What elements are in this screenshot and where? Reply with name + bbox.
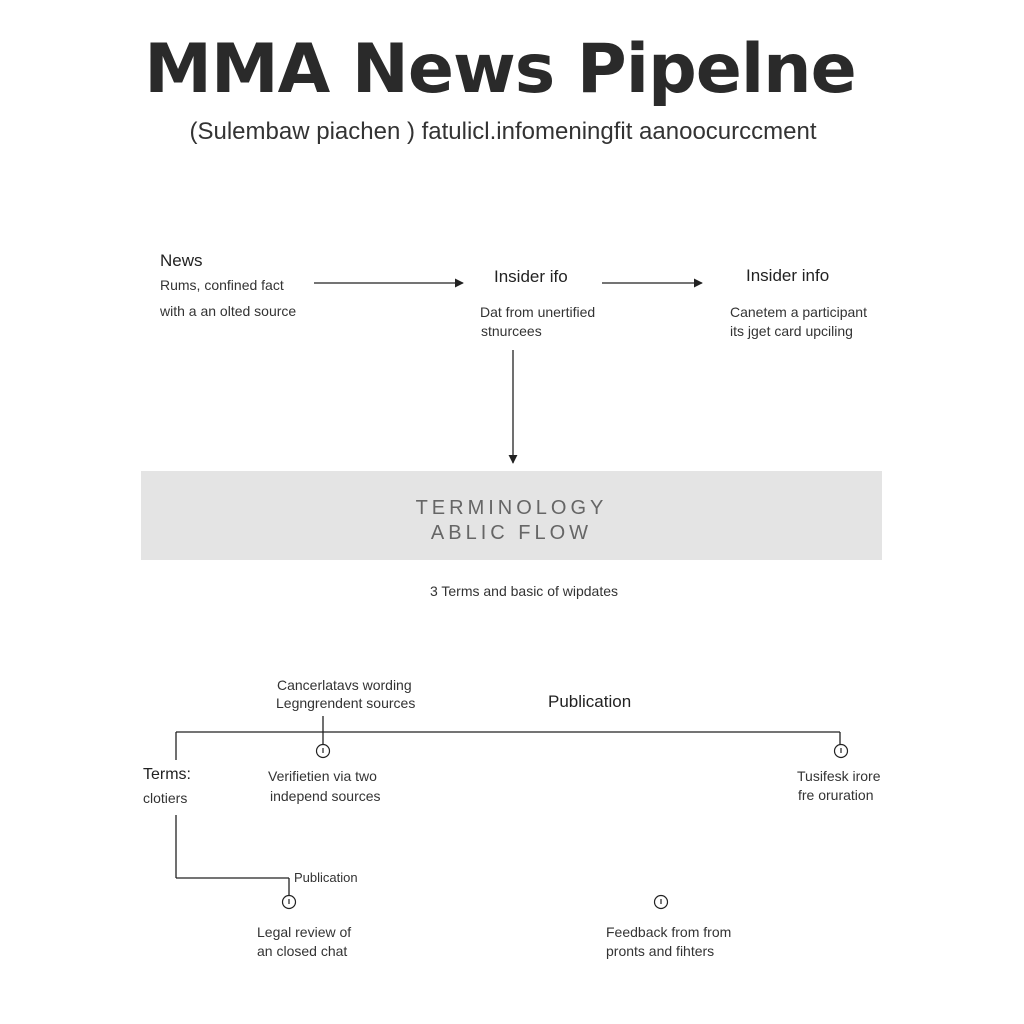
node-feedback bbox=[653, 894, 669, 910]
band-line-2: ABLIC FLOW bbox=[430, 522, 593, 544]
insider-info-2-line-2: its jget card upciling bbox=[730, 323, 853, 339]
node-legal-review bbox=[281, 894, 297, 910]
node-tusifesk bbox=[833, 743, 849, 759]
feedback-line-1: Feedback from from bbox=[606, 924, 732, 940]
band-caption: 3 Terms and basic of wipdates bbox=[429, 583, 619, 599]
cancel-wording-line-1: Cancerlatavs wording bbox=[277, 677, 412, 693]
insider-info-2-title: Insider info bbox=[746, 266, 830, 285]
page-title: MMA News Pipelne bbox=[144, 30, 856, 109]
verification-line-2: independ sources bbox=[270, 788, 381, 804]
tusifesk-line-2: fre oruration bbox=[798, 787, 874, 803]
legal-review-line-1: Legal review of bbox=[257, 924, 352, 940]
insider-info-1-title: Insider ifo bbox=[494, 267, 568, 286]
insider-info-1-line-2: stnurcees bbox=[481, 323, 542, 339]
tusifesk-line-1: Tusifesk irore bbox=[797, 768, 881, 784]
terms-line-2: clotiers bbox=[143, 790, 188, 806]
cancel-wording-line-2: Legngrendent sources bbox=[276, 695, 416, 711]
publication-small-label: Publication bbox=[294, 870, 358, 885]
legal-review-line-2: an closed chat bbox=[257, 943, 348, 959]
feedback-line-2: pronts and fihters bbox=[606, 943, 715, 959]
terminology-band: TERMINOLOGY ABLIC FLOW bbox=[141, 471, 882, 560]
band-line-1: TERMINOLOGY bbox=[415, 497, 608, 519]
news-line-1: Rums, confined fact bbox=[160, 277, 284, 293]
news-line-2: with a an olted source bbox=[160, 303, 297, 319]
terms-line-1: Terms: bbox=[143, 766, 191, 783]
page-subtitle: (Sulembaw piachen ) fatulicl.infomeningf… bbox=[189, 118, 817, 145]
news-title: News bbox=[160, 251, 203, 270]
node-verification bbox=[315, 743, 331, 759]
verification-line-1: Verifietien via two bbox=[268, 768, 377, 784]
publication-main-label: Publication bbox=[548, 692, 632, 711]
insider-info-2-line-1: Canetem a participant bbox=[730, 304, 867, 320]
insider-info-1-line-1: Dat from unertified bbox=[480, 304, 596, 320]
